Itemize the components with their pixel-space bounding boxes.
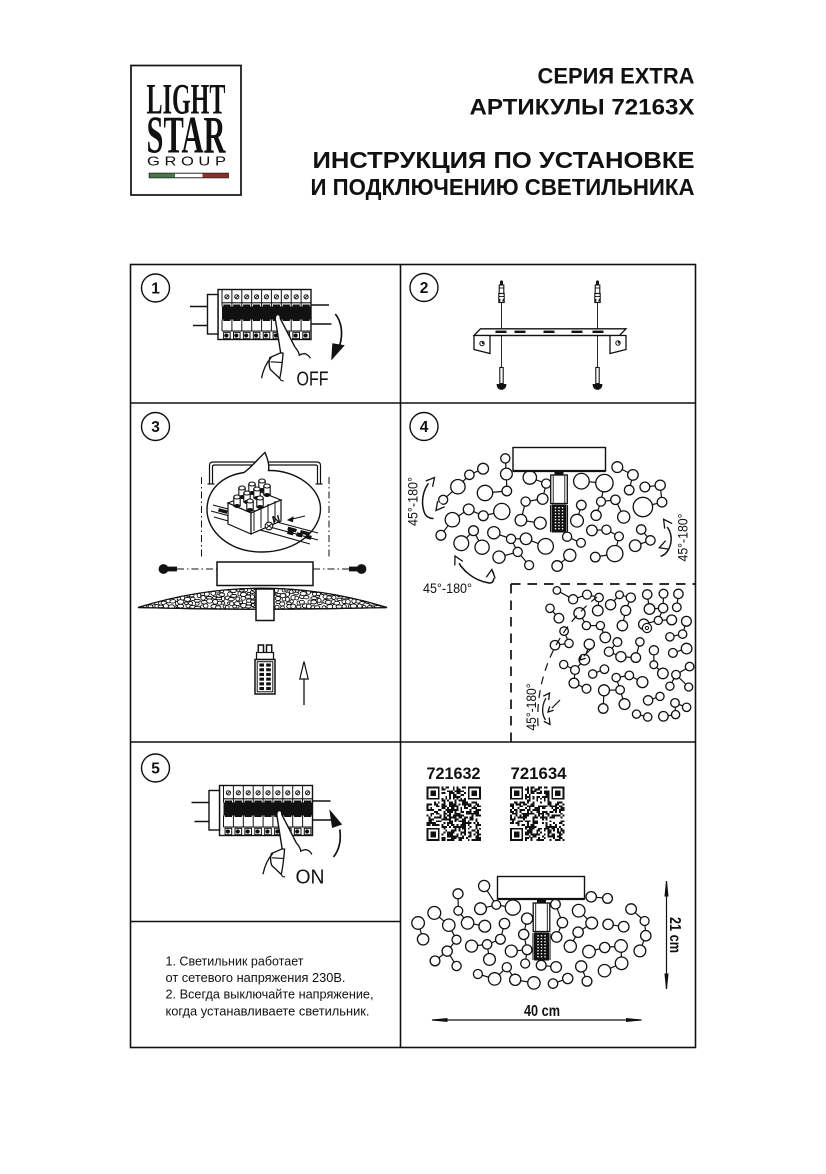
- svg-text:45°-180°: 45°-180°: [423, 580, 472, 596]
- svg-text:СЕРИЯ EXTRA: СЕРИЯ EXTRA: [538, 64, 695, 89]
- svg-text:АРТИКУЛЫ 72163X: АРТИКУЛЫ 72163X: [470, 95, 695, 120]
- svg-text:OFF: OFF: [297, 369, 329, 391]
- svg-text:2: 2: [420, 280, 429, 297]
- svg-text:G R O U P: G R O U P: [147, 155, 226, 169]
- svg-text:4: 4: [420, 419, 429, 436]
- svg-text:2. Всегда выключайте напряжени: 2. Всегда выключайте напряжение,: [166, 987, 374, 1002]
- svg-text:И ПОДКЛЮЧЕНИЮ СВЕТИЛЬНИКА: И ПОДКЛЮЧЕНИЮ СВЕТИЛЬНИКА: [311, 174, 695, 200]
- svg-text:45°-180°: 45°-180°: [405, 477, 421, 526]
- svg-text:от сетевого напряжения 230В.: от сетевого напряжения 230В.: [166, 970, 346, 985]
- svg-text:40 cm: 40 cm: [524, 1003, 560, 1020]
- svg-text:45°-180°: 45°-180°: [675, 514, 691, 562]
- svg-text:ИНСТРУКЦИЯ ПО УСТАНОВКЕ: ИНСТРУКЦИЯ ПО УСТАНОВКЕ: [313, 147, 695, 173]
- svg-text:ON: ON: [296, 867, 325, 889]
- svg-text:721632: 721632: [427, 765, 481, 783]
- svg-text:когда устанавливаете светильни: когда устанавливаете светильник.: [166, 1003, 370, 1018]
- svg-text:45°-180°: 45°-180°: [524, 684, 539, 731]
- svg-text:21 cm: 21 cm: [666, 917, 683, 953]
- svg-text:1. Светильник работает: 1. Светильник работает: [166, 954, 304, 969]
- svg-text:1: 1: [151, 281, 160, 298]
- svg-text:721634: 721634: [511, 765, 568, 783]
- svg-text:5: 5: [151, 761, 160, 778]
- svg-text:3: 3: [151, 419, 160, 436]
